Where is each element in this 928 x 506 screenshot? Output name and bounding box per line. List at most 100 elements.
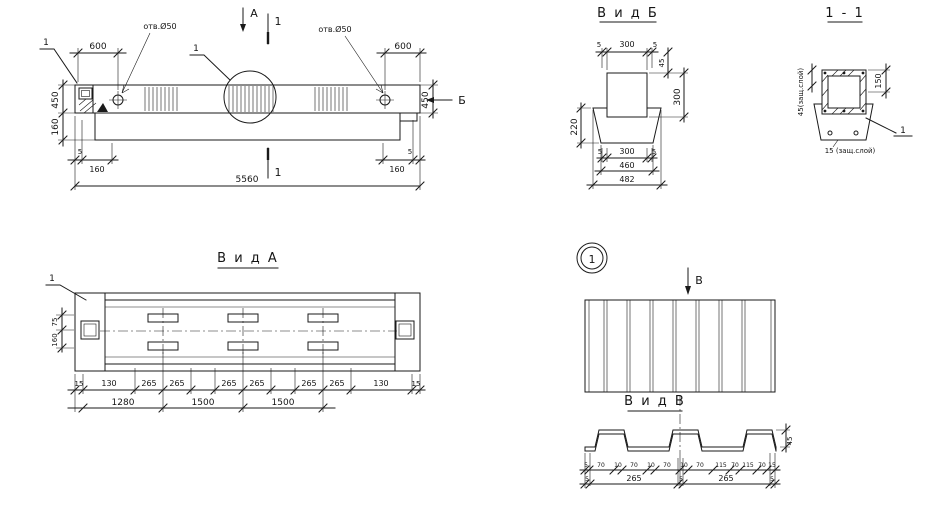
view-a-bottom-ext (74, 352, 421, 412)
cover-left-label: 45(защ.слой) (797, 68, 805, 117)
view-a-row1-ticks (70, 385, 425, 395)
hole-label-right: отв.Ø50 (318, 24, 351, 34)
det-r2-4: 5 (770, 476, 774, 483)
rib-hatch-group-3 (314, 87, 348, 111)
view-b-left-ext (577, 107, 599, 144)
det-r1-11: 70 (758, 462, 766, 469)
dim-450-left: 450 (51, 91, 61, 108)
detail-ref-left: 1 (43, 38, 49, 48)
view-b-dim-300-bot: 300 (619, 147, 634, 156)
view-b-dim-460: 460 (619, 161, 634, 170)
dim-r1-9: 15 (412, 380, 421, 388)
beam-left-end-plate-inner (81, 90, 90, 97)
det-r2-1: 265 (626, 474, 641, 483)
det-r1-3: 70 (630, 462, 638, 469)
dim-overall: 5560 (236, 175, 259, 185)
det-r1-0: 5 (584, 462, 588, 469)
hole-left-leader (121, 32, 151, 94)
plan-outline (74, 292, 421, 372)
view-b-right-ticks (679, 68, 689, 122)
dim-150: 150 (874, 73, 883, 88)
det-r1-4: 10 (647, 462, 655, 469)
detail-row2-ticks (580, 479, 780, 489)
strand-dot-right (853, 130, 859, 136)
hole-left-crosshair (109, 91, 127, 109)
bottom-ext-lines (74, 116, 421, 190)
dim-45-right: 45 (786, 437, 794, 446)
view-a-title: В и д А (217, 251, 279, 266)
beam-right-step (399, 112, 418, 122)
dim-r2-2: 1500 (272, 398, 295, 408)
view-b-dim-220: 220 (570, 118, 580, 135)
dim-r1-4: 265 (221, 379, 236, 388)
beam-bottom-band (94, 112, 401, 141)
rebar-dots (823, 71, 865, 113)
balloon-inner (580, 246, 604, 270)
det-r2-2: 5 (679, 476, 683, 483)
view-b: В и д Б 5 300 5 45 300 220 5 300 5 460 (570, 6, 689, 190)
view-a-row2-ticks (78, 403, 328, 413)
dim-160-bottom-right: 160 (389, 165, 404, 174)
view-b-title: В и д Б (597, 6, 659, 21)
hole-label-left: отв.Ø50 (143, 21, 176, 31)
det-r1-12: 15 (768, 462, 776, 469)
cover-bottom-leader (832, 139, 839, 148)
dim-5-bottom-left: 5 (78, 148, 82, 156)
section-detail-ref: 1 (900, 126, 906, 136)
dim-r1-1: 130 (101, 379, 116, 388)
det-r2-3: 265 (718, 474, 733, 483)
view-b-right-ext (649, 72, 688, 118)
dim-r2-0: 1280 (112, 398, 135, 408)
view-arrow-v-label: В (695, 274, 703, 287)
view-b-top-ticks (597, 47, 657, 57)
view-b-dim-482: 482 (619, 175, 634, 184)
view-a-left-ticks (57, 310, 67, 353)
left-end-wedge (97, 103, 108, 112)
view-b-dim-5-bl: 5 (598, 148, 602, 156)
dim-r2-1: 1500 (192, 398, 215, 408)
detail-row1-ticks (580, 465, 780, 475)
plan-centerlines (100, 308, 397, 356)
dim-r1-6: 265 (301, 379, 316, 388)
det-r2-0: 5 (585, 476, 589, 483)
view-a-left-ext (56, 314, 74, 349)
dim-45-ticks (781, 425, 791, 452)
dim-160-left: 160 (51, 118, 61, 135)
plan-hole-right (395, 320, 415, 340)
cover-bottom-label: 15 (защ.слой) (825, 147, 876, 155)
det-r1-8: 115 (715, 462, 727, 469)
view-b-dim-300-right: 300 (673, 88, 683, 105)
hole-right-crosshair (376, 91, 394, 109)
plan-hole-left (80, 320, 100, 340)
view-b-dim-45: 45 (658, 59, 666, 68)
section-detail-leader (865, 117, 913, 137)
view-b-dim-5-tr: 5 (653, 41, 657, 49)
ribbed-panel (584, 299, 776, 393)
panel-rib-lines (588, 300, 772, 392)
view-arrow-b-label: Б (458, 94, 466, 107)
plan-inner-edges (105, 306, 395, 358)
section-label-top: 1 (275, 15, 282, 28)
view-v-title: В и д В (624, 394, 686, 409)
dim-150-ticks (881, 65, 891, 97)
section-inner-square (827, 75, 861, 109)
section-1-1: 1 - 1 45(защ.слой) 150 1 15 (защ.слой) (797, 6, 913, 155)
view-b-bottom-ext (592, 110, 662, 189)
left-end-leader (39, 48, 78, 84)
plan-body-edges (104, 292, 396, 372)
detail-callout-circle (223, 70, 277, 124)
left-dim-ticks (58, 80, 68, 145)
det-r1-2: 10 (614, 462, 622, 469)
dim-600-ticks (73, 48, 425, 58)
hole-right-leader (344, 35, 384, 94)
view-b-bot-ticks1 (597, 153, 657, 163)
dim-r1-7: 265 (329, 379, 344, 388)
view-a-detail-leader (45, 284, 87, 301)
view-b-dim-5-tl: 5 (597, 41, 601, 49)
dim-r1-0: 15 (75, 380, 84, 388)
profile-top-line (584, 429, 777, 448)
view-b-square (606, 72, 648, 118)
view-b-left-ticks (576, 103, 586, 148)
